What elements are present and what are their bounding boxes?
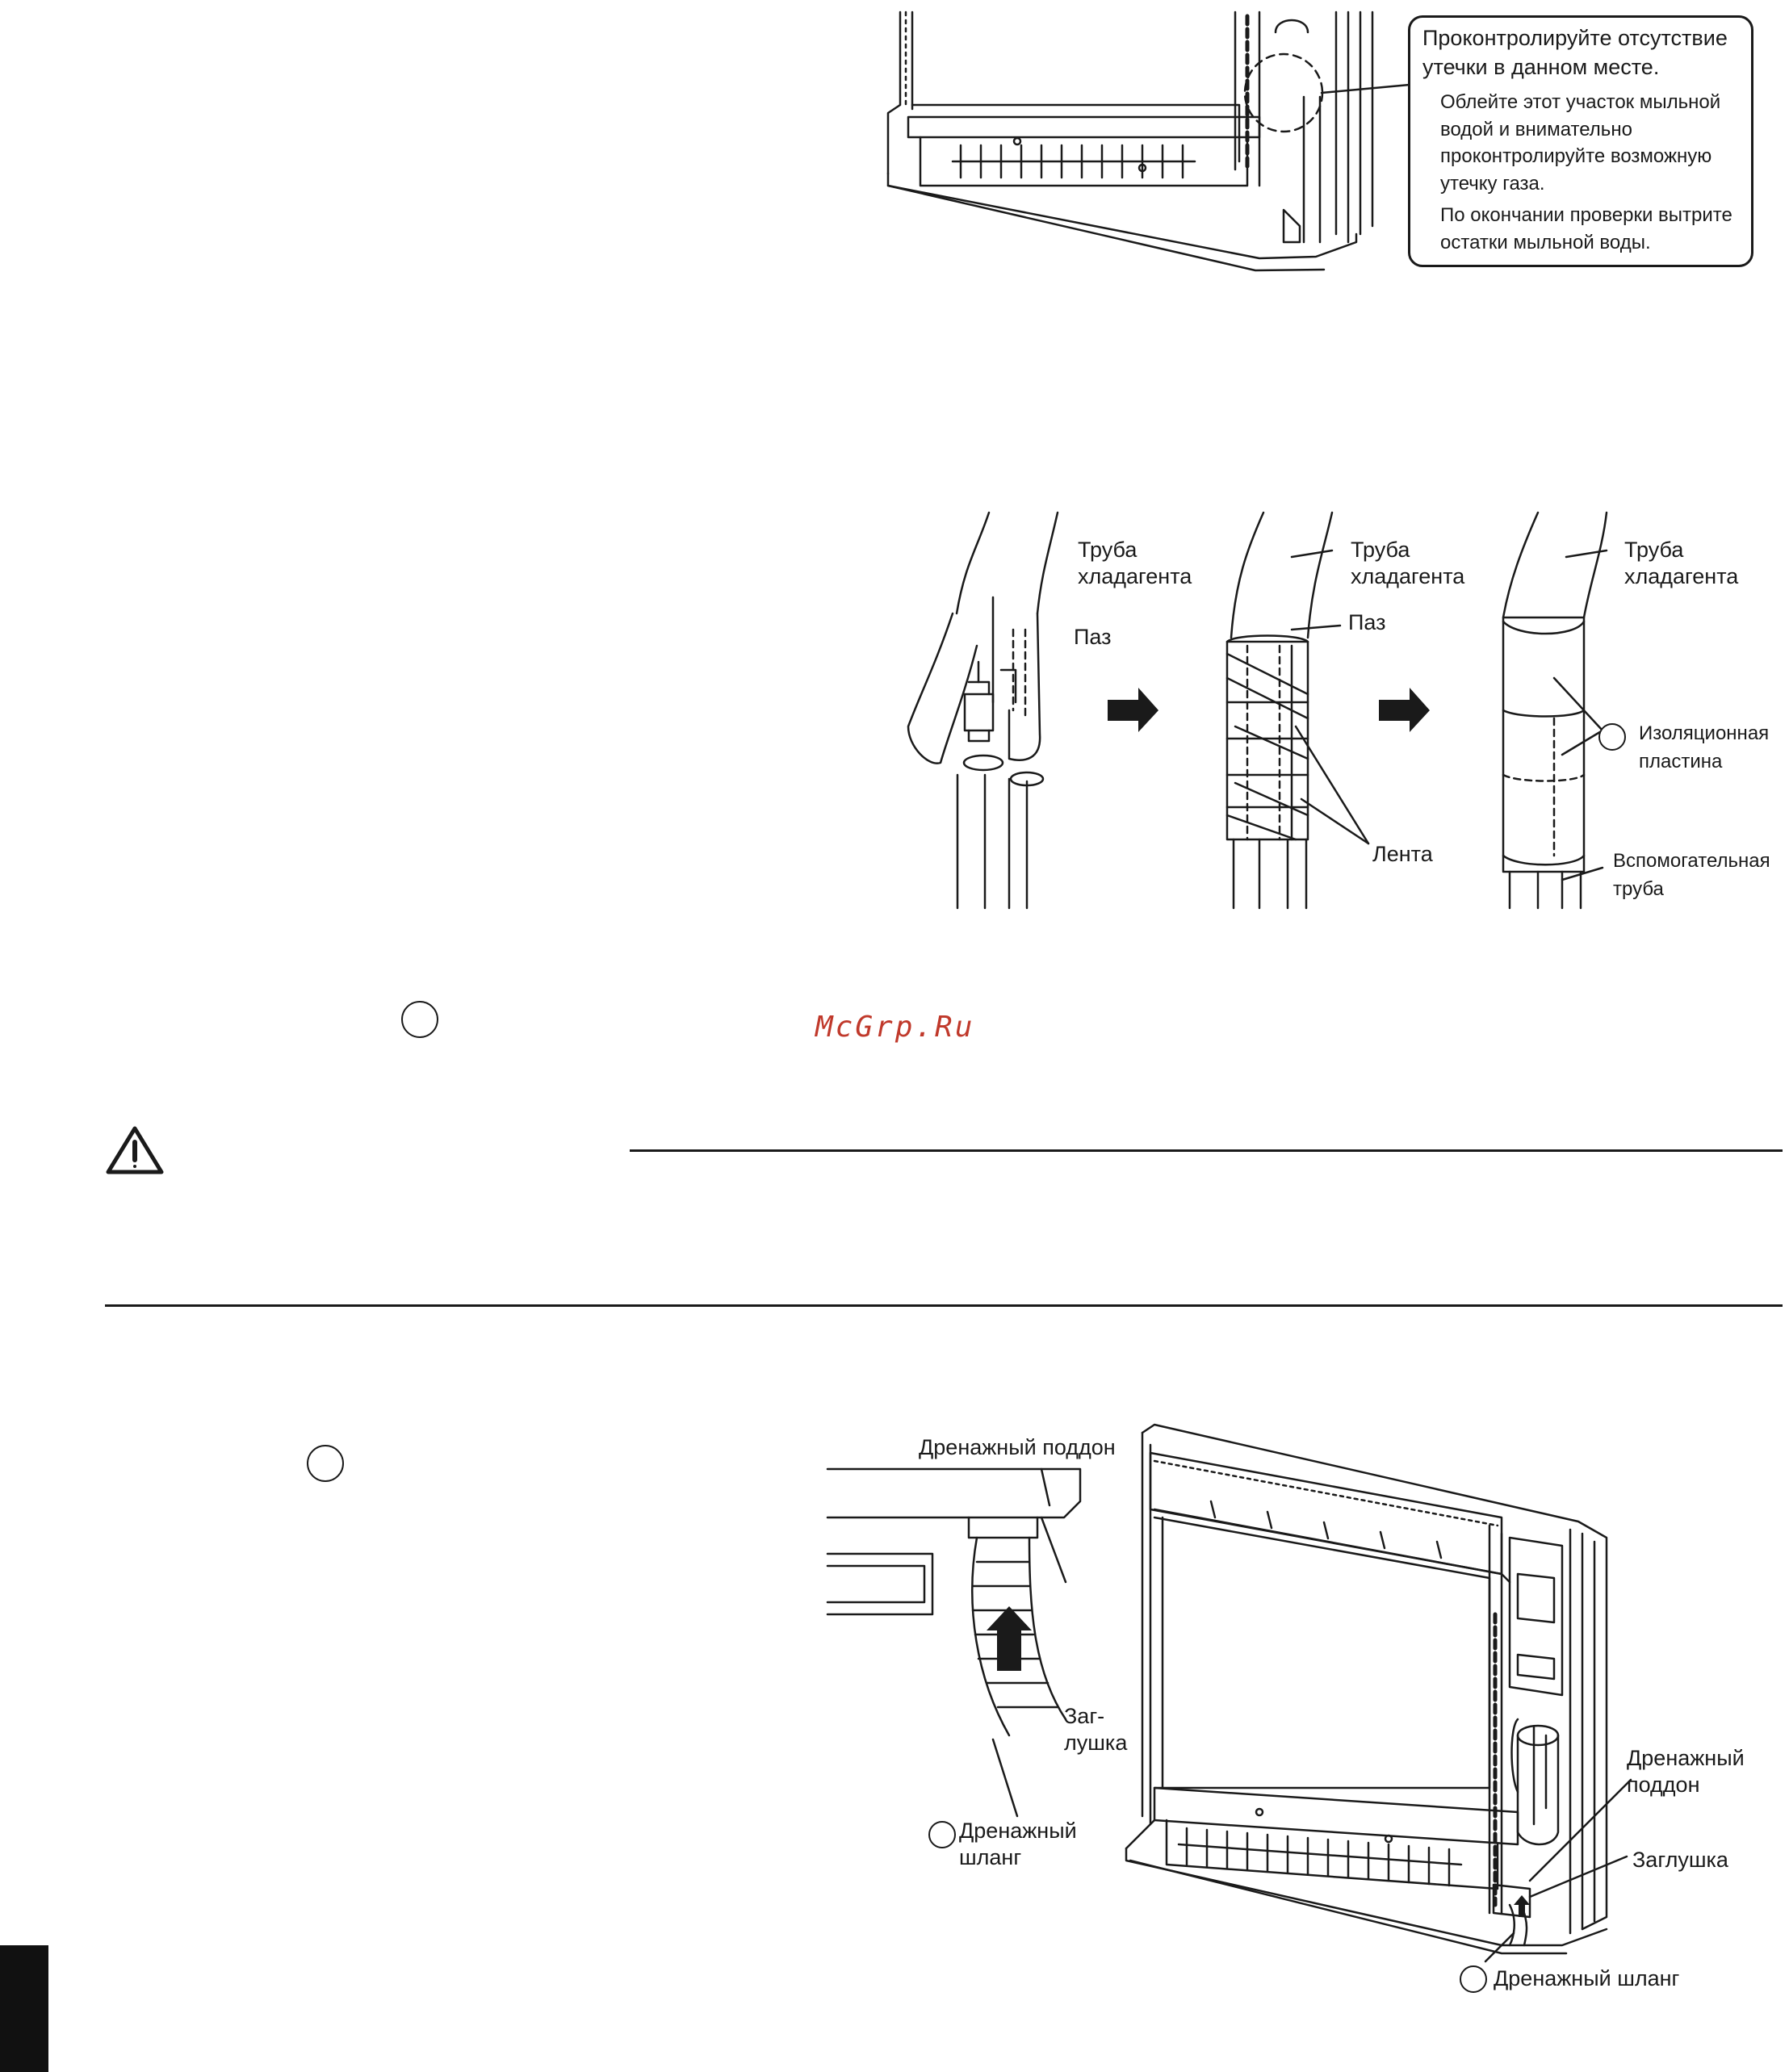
pipe-step-1	[907, 511, 1059, 910]
unit-top-drawing	[886, 10, 1411, 272]
callout-text-1: Облейте этот участок мыльной водой и вни…	[1440, 91, 1721, 195]
label-drain-pan-left: Дренажный поддон	[919, 1435, 1116, 1459]
label-groove-2: Паз	[1348, 610, 1386, 634]
small-up-arrow-icon	[1514, 1895, 1530, 1917]
label-aux-pipe: Вспомогательная труба	[1613, 850, 1770, 900]
label-insulation-plate: Изоляционная пластина	[1639, 722, 1770, 772]
pipe-step-2	[1225, 511, 1370, 910]
callout-text-2: По окончании проверки вытрите остатки мы…	[1440, 204, 1732, 253]
watermark: McGrp.Ru	[815, 1011, 975, 1044]
label-plug-left: Заг- лушка	[1064, 1704, 1128, 1755]
label-groove-1: Паз	[1074, 625, 1112, 649]
label-drain-hose-right: Дренажный шланг	[1494, 1966, 1680, 1990]
circle-marker-icon	[1460, 1965, 1487, 1993]
circle-marker-icon	[307, 1445, 344, 1482]
divider-line	[105, 1304, 1783, 1307]
divider-line	[630, 1149, 1783, 1152]
label-refrigerant-pipe-3: Труба хладагента	[1624, 538, 1739, 588]
warning-triangle-icon	[106, 1126, 164, 1174]
label-plug-right: Заглушка	[1632, 1848, 1728, 1872]
circle-marker-icon	[1598, 723, 1626, 751]
right-arrow-icon	[1108, 688, 1430, 732]
label-refrigerant-pipe-2: Труба хладагента	[1351, 538, 1465, 588]
label-refrigerant-pipe-1: Труба хладагента	[1078, 538, 1192, 588]
unit-bottom-drawing	[1125, 1423, 1632, 1963]
pipe-step-3	[1502, 511, 1608, 910]
page-edge-tab	[0, 1945, 48, 2072]
circle-marker-icon	[401, 1001, 438, 1038]
label-tape: Лента	[1372, 842, 1433, 866]
label-drain-pan-right: Дренажный поддон	[1627, 1746, 1745, 1797]
drain-detail-drawing	[826, 1467, 1082, 1818]
up-arrow-icon	[987, 1606, 1032, 1671]
label-drain-hose-left: Дренажный шланг	[959, 1819, 1077, 1869]
callout-title: Проконтролируйте отсутствие утечки в дан…	[1422, 26, 1728, 79]
circle-marker-icon	[928, 1821, 956, 1848]
leak-check-callout	[1408, 15, 1753, 267]
